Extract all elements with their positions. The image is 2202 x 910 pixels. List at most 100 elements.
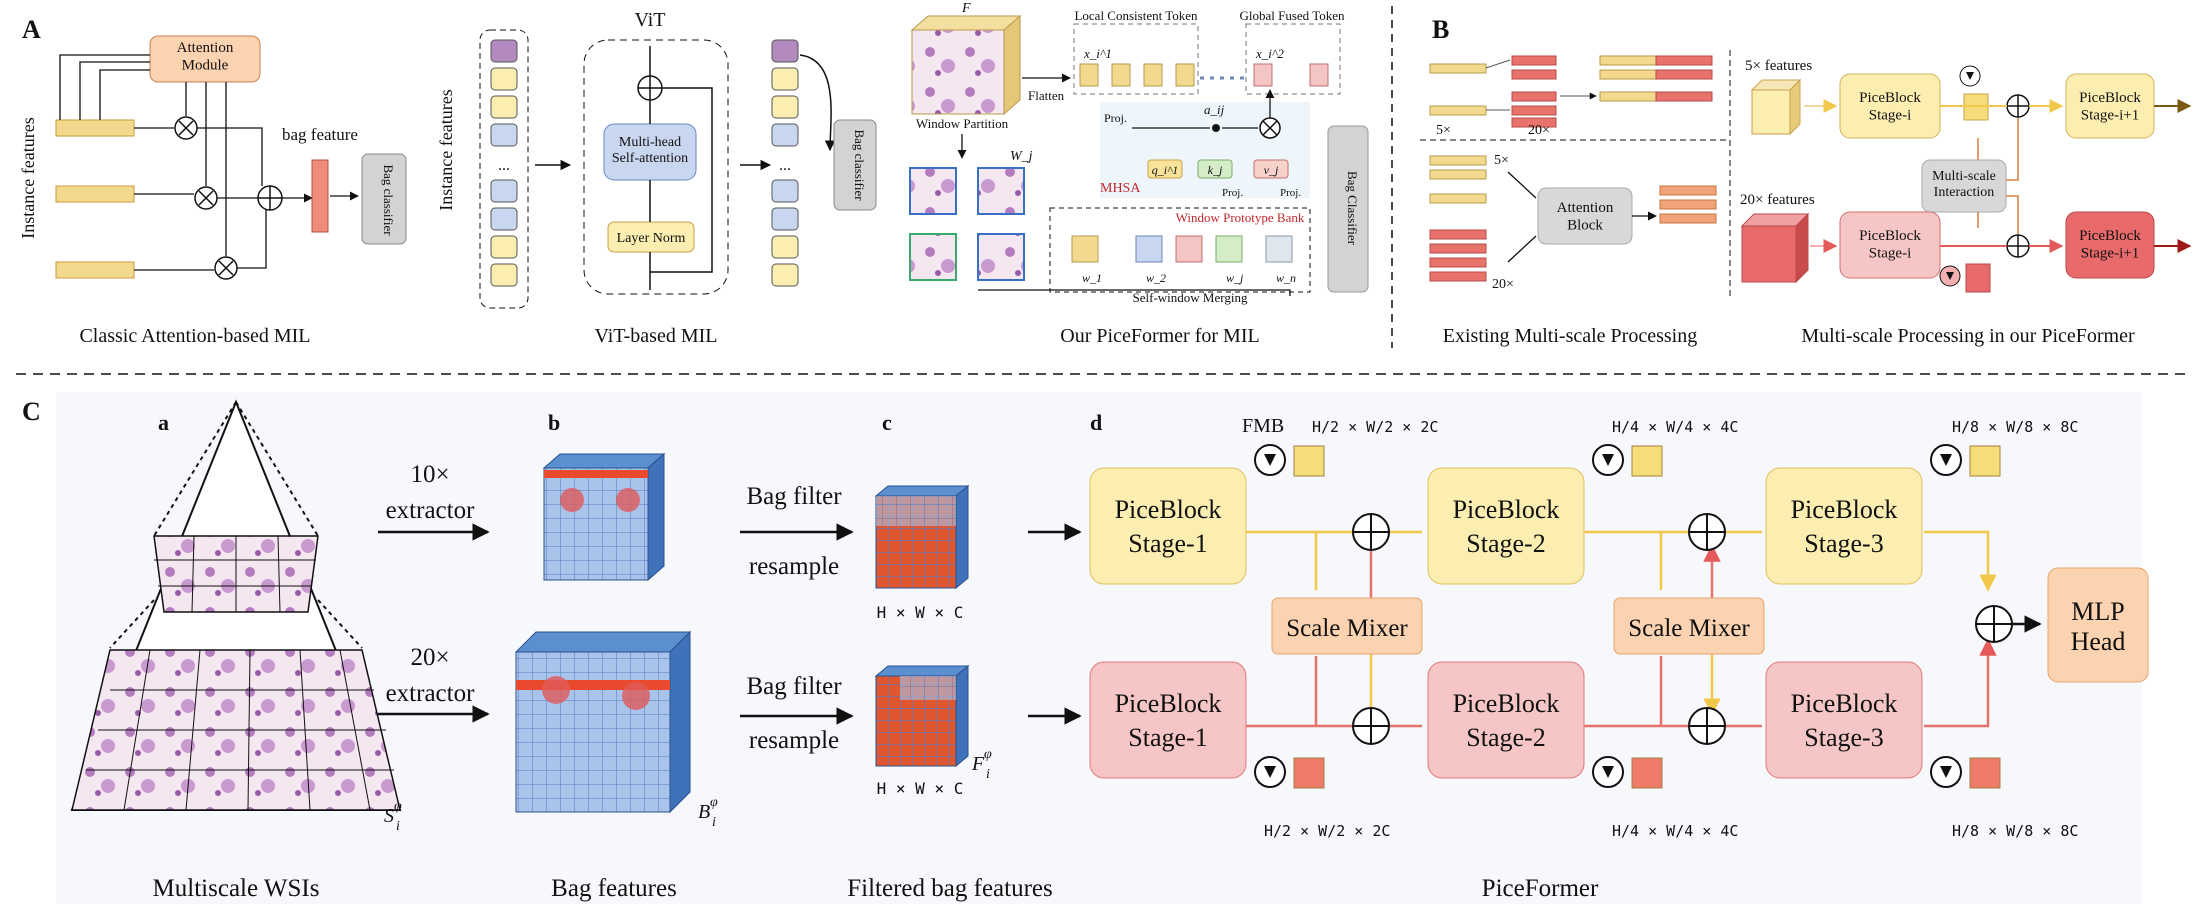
bar-20x-lower	[1429, 243, 1487, 254]
hwc-label-bottom: H × W × C	[877, 779, 964, 798]
global-tokens	[1253, 63, 1329, 87]
k-box	[1197, 159, 1233, 179]
window-prototype-frame	[1049, 207, 1311, 293]
sub-d: d	[1090, 410, 1102, 435]
bar-5x	[1429, 105, 1487, 116]
sum-bottom-plus	[2007, 235, 2029, 257]
piceblock-label-2-top: PiceBlock	[1453, 495, 1560, 524]
piceblock-stage-2-bottom	[1427, 661, 1585, 779]
window-partitions	[909, 167, 1025, 281]
token-ellipsis: ...	[779, 157, 791, 174]
bottom-flow	[1246, 640, 1988, 728]
piceblock-stage-1-top	[1089, 467, 1247, 585]
scale-mixer-1	[1271, 597, 1423, 655]
instance-features-label-classic: Instance features	[18, 117, 38, 238]
mhsa-region	[1100, 102, 1310, 198]
sub-b: b	[548, 410, 560, 435]
ten-x-label: 10×	[410, 461, 449, 488]
x2-label: x_i^2	[1255, 46, 1284, 61]
piceblock-label-1-bottom: PiceBlock	[1115, 689, 1222, 718]
existing-feature-bars	[1429, 55, 1717, 282]
mlp-head-box	[2047, 567, 2149, 683]
instance-bar-2	[55, 185, 135, 203]
wsi-pyramid	[70, 399, 402, 811]
window-bank-label: Window Prototype Bank	[1176, 210, 1305, 225]
extractor-label-2: extractor	[386, 680, 476, 707]
stage-label-3-bottom: Stage-3	[1804, 723, 1883, 752]
resample-label-1: resample	[749, 553, 839, 580]
sub-c: c	[882, 410, 892, 435]
cls-token	[490, 39, 518, 63]
s-label: S	[384, 805, 394, 827]
caption-classic: Classic Attention-based MIL	[79, 325, 310, 347]
token-blue	[490, 207, 518, 231]
dot-product-node	[1212, 124, 1220, 132]
self-merge-label: Self-window Merging	[1133, 290, 1248, 305]
cube-small-red	[1965, 263, 1991, 293]
cube-20x	[1740, 212, 1810, 284]
proj-label-2: Proj.	[1222, 187, 1243, 199]
bar-5x-lower	[1429, 193, 1487, 204]
bar-5x-lower	[1429, 155, 1487, 166]
bars-to-attention-lines	[59, 54, 150, 120]
token-blue	[771, 123, 799, 147]
window-partition-label: Window Partition	[916, 116, 1009, 131]
downsampled-cube-1-bottom	[1293, 757, 1325, 789]
stage-label-1-top: Stage-1	[1128, 529, 1207, 558]
stage-label-2-top: Stage-2	[1466, 529, 1545, 558]
b-label: B	[698, 801, 710, 823]
vit-residual-plus	[638, 76, 662, 100]
token-blue	[771, 179, 799, 203]
token-blue	[771, 207, 799, 231]
bar-concat-20x	[1655, 69, 1713, 80]
token-yellow	[490, 235, 518, 259]
wsi-feature-cube	[910, 14, 1022, 116]
scale-mixer-2	[1613, 597, 1765, 655]
token-yellow	[771, 67, 799, 91]
dims-top-1: H/2 × W/2 × 2C	[1312, 418, 1438, 436]
token-blue	[490, 179, 518, 203]
bag-cube-10x	[542, 452, 666, 582]
downsample-glyph-1-top	[1264, 454, 1276, 466]
global-token-frame	[1245, 23, 1341, 95]
downsample-icon-top-glyph	[1966, 72, 1974, 80]
bar-20x-lower	[1429, 271, 1487, 282]
downsample-glyph-2-top	[1602, 454, 1614, 466]
global-token-label: Global Fused Token	[1239, 8, 1345, 23]
w2-label: w_2	[1146, 271, 1166, 285]
proj-label-3: Proj.	[1280, 187, 1301, 199]
stage-label-3-top: Stage-3	[1804, 529, 1883, 558]
caption-ours: Multi-scale Processing in our PiceFormer	[1801, 325, 2135, 347]
aij-label: a_ij	[1204, 102, 1225, 117]
bag-feature-bar	[311, 159, 329, 233]
dims-top-3: H/8 × W/8 × 8C	[1952, 418, 2078, 436]
downsample-glyph-1-bottom	[1264, 766, 1276, 778]
vit-title: ViT	[634, 9, 665, 31]
bag-classifier-box-vit	[833, 119, 877, 211]
piceblock-label-3-bottom: PiceBlock	[1791, 689, 1898, 718]
local-token-frame	[1073, 23, 1199, 95]
panel-c-letter: C	[22, 397, 41, 426]
f-label-c: F	[971, 753, 985, 775]
sub-a: a	[158, 410, 169, 435]
filtered-cube-top	[874, 484, 970, 590]
classic-flow-lines	[134, 127, 312, 271]
token-yellow	[771, 95, 799, 119]
downsample-glyph-2-bottom	[1602, 766, 1614, 778]
token-ellipsis: ...	[498, 157, 510, 174]
existing-20x-label-1: 20×	[1528, 123, 1550, 138]
piceblock-stage-1-bottom	[1089, 661, 1247, 779]
piceblock-label-3-top: PiceBlock	[1791, 495, 1898, 524]
bar-attended	[1659, 185, 1717, 196]
token-yellow	[490, 95, 518, 119]
bar-5x	[1429, 63, 1487, 74]
downsampled-cube-2-bottom	[1631, 757, 1663, 789]
attention-block-box	[1537, 187, 1633, 245]
